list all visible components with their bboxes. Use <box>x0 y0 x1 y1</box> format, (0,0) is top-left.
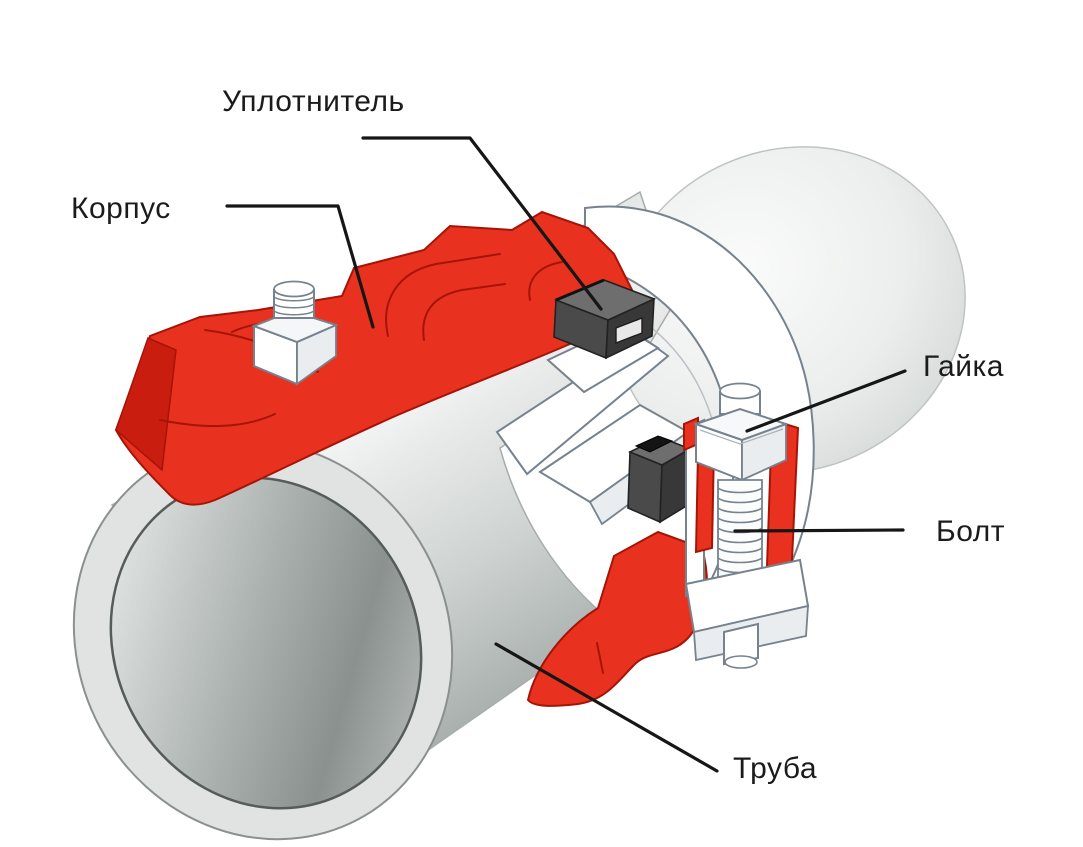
pipe-leader-line <box>494 642 719 773</box>
nut-label: Гайка <box>923 350 1004 383</box>
leader-lines <box>225 136 907 773</box>
bolt-leader-line <box>733 528 905 533</box>
nut <box>692 407 790 482</box>
body-leader-line <box>225 204 375 329</box>
clamp-bolt-head <box>251 280 339 386</box>
clamp-bottom-lobe <box>526 530 708 707</box>
seal-leader-line <box>361 136 603 311</box>
nut-leader-line <box>745 369 907 433</box>
seal-block-lower <box>627 435 692 524</box>
clamp-housing-top <box>114 210 634 506</box>
bolt-assembly <box>684 382 810 669</box>
bolt-label: Болт <box>936 515 1005 548</box>
seal-block-upper <box>553 278 657 360</box>
labels: Уплотнитель Корпус Гайка Болт Труба <box>71 85 1005 785</box>
body-label: Корпус <box>71 192 171 225</box>
pipe-label: Труба <box>733 752 817 785</box>
seal-label: Уплотнитель <box>222 85 405 118</box>
